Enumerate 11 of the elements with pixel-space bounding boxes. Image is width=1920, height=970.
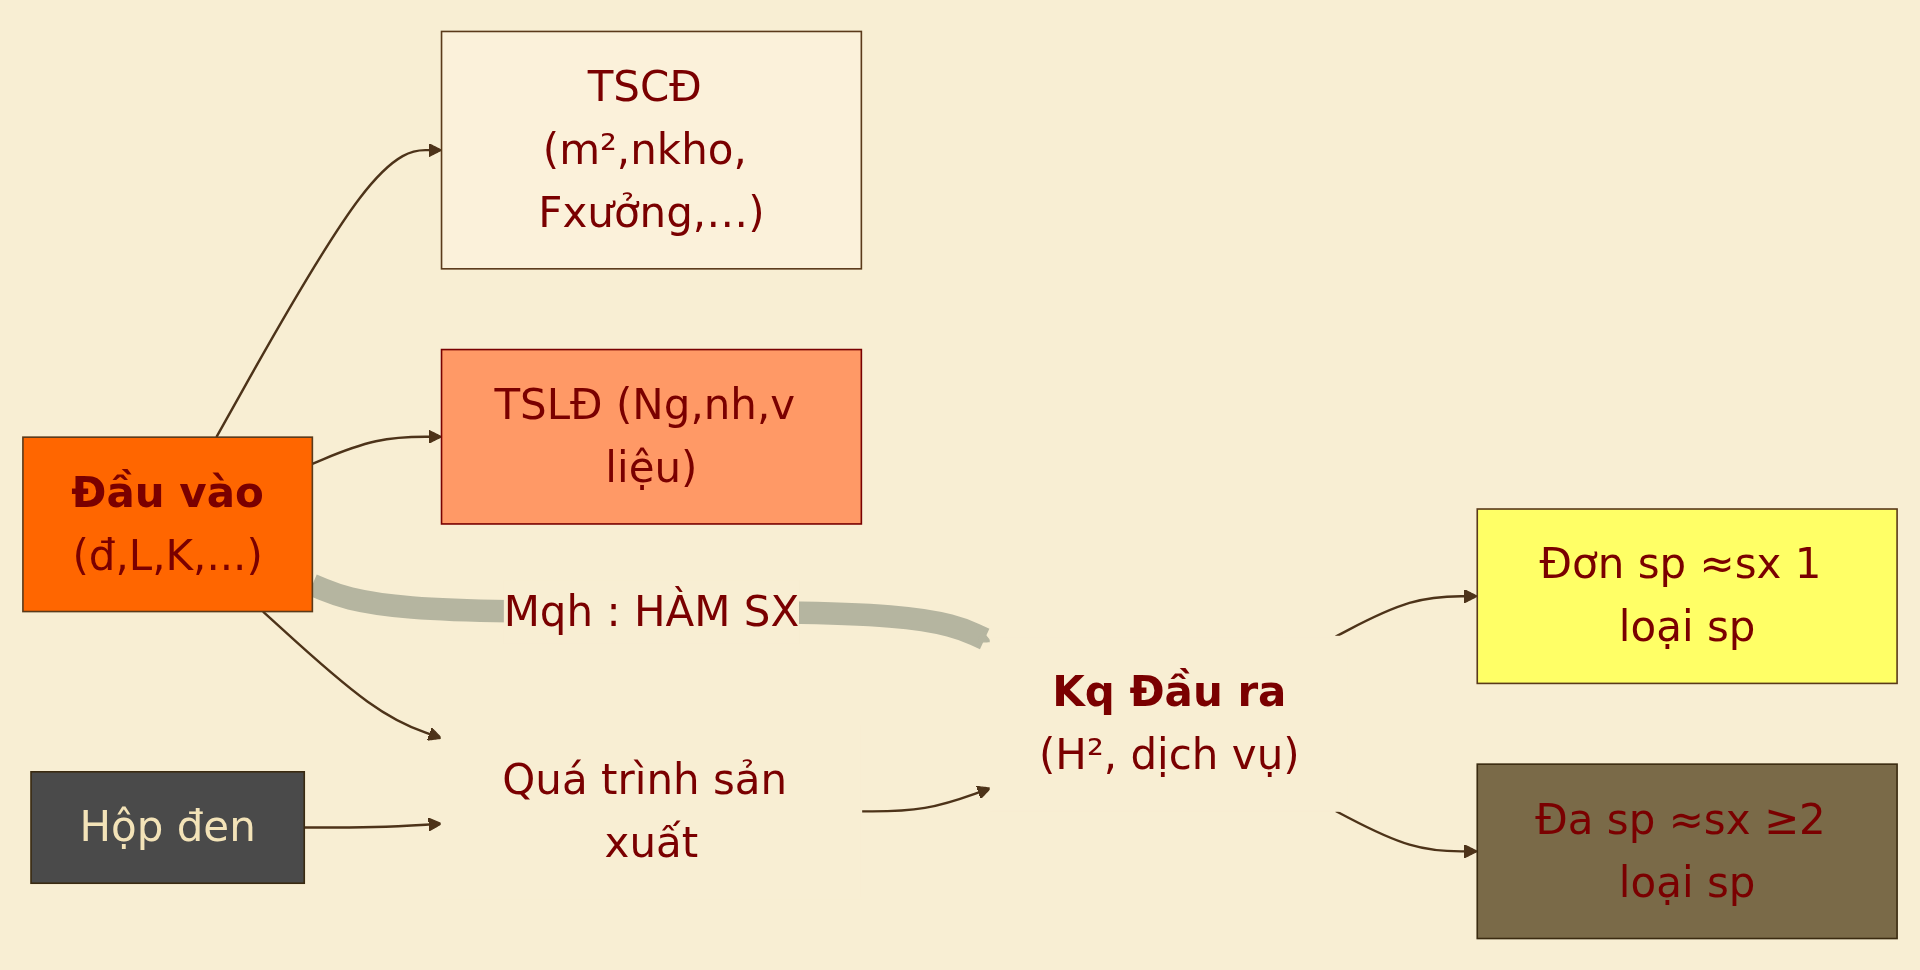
node-text: Quá trình sản xuất	[502, 754, 788, 867]
node-box: TSCĐ (m²,nkho, Fxưởng,…)	[440, 30, 863, 270]
arrow	[1335, 809, 1478, 859]
node-text: Kq Đầu ra (H², dịch vụ)	[1038, 667, 1300, 779]
edge-label: Mqh : HÀM SX	[503, 586, 800, 636]
node-box: Đa sp ≈sx ≥2 loại sp	[1476, 763, 1898, 940]
arrow	[1335, 589, 1478, 638]
node-box: Đơn sp ≈sx 1 loại sp	[1476, 508, 1898, 685]
node-box: Hộp đen	[30, 771, 306, 885]
node-box: Đầu vào (đ,L,K,...)	[22, 436, 314, 613]
node-box: TSLĐ (Ng,nh,v liệu)	[440, 348, 863, 525]
